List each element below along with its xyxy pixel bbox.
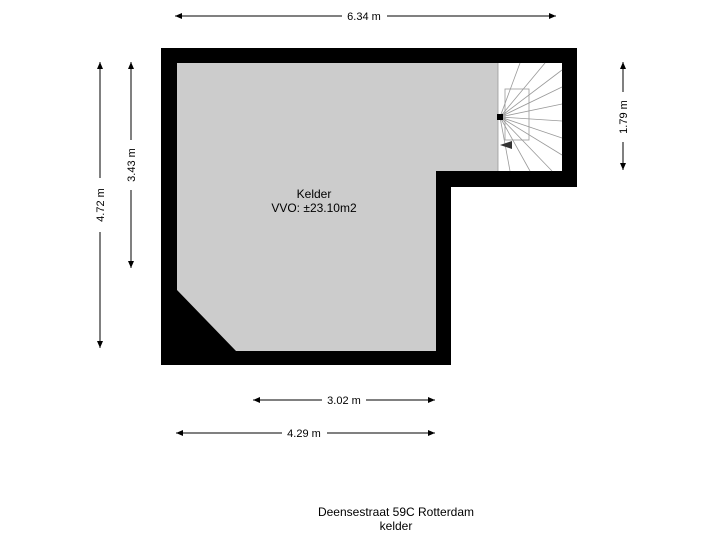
dimension-bottom-outer: 4.29 m [176,428,435,440]
room-name: Kelder [297,187,332,201]
footer-address: Deensestraat 59C Rotterdam [317,505,475,519]
dimension-left-inner-label: 3.43 m [126,148,138,182]
dimension-left-outer: 4.72 m [95,62,107,348]
dimension-stair-height: 1.79 m [618,62,630,170]
stair-direction-arrow [500,141,512,149]
footer-level: kelder [379,519,413,533]
dimension-bottom-inner-label: 3.02 m [327,395,361,407]
dimension-stair-height-label: 1.79 m [618,100,630,134]
stairs [497,62,563,172]
dimension-left-inner: 3.43 m [126,62,138,268]
dimension-bottom-inner: 3.02 m [253,395,435,407]
stair-post [497,114,503,120]
dimension-top-width: 6.34 m [175,11,556,23]
dimension-left-outer-label: 4.72 m [95,188,107,222]
room-area: VVO: ±23.10m2 [271,201,357,215]
dimension-top-width-label: 6.34 m [347,11,381,23]
stair-area [498,63,562,171]
room-floor [177,63,498,351]
dimension-bottom-outer-label: 4.29 m [287,428,321,440]
